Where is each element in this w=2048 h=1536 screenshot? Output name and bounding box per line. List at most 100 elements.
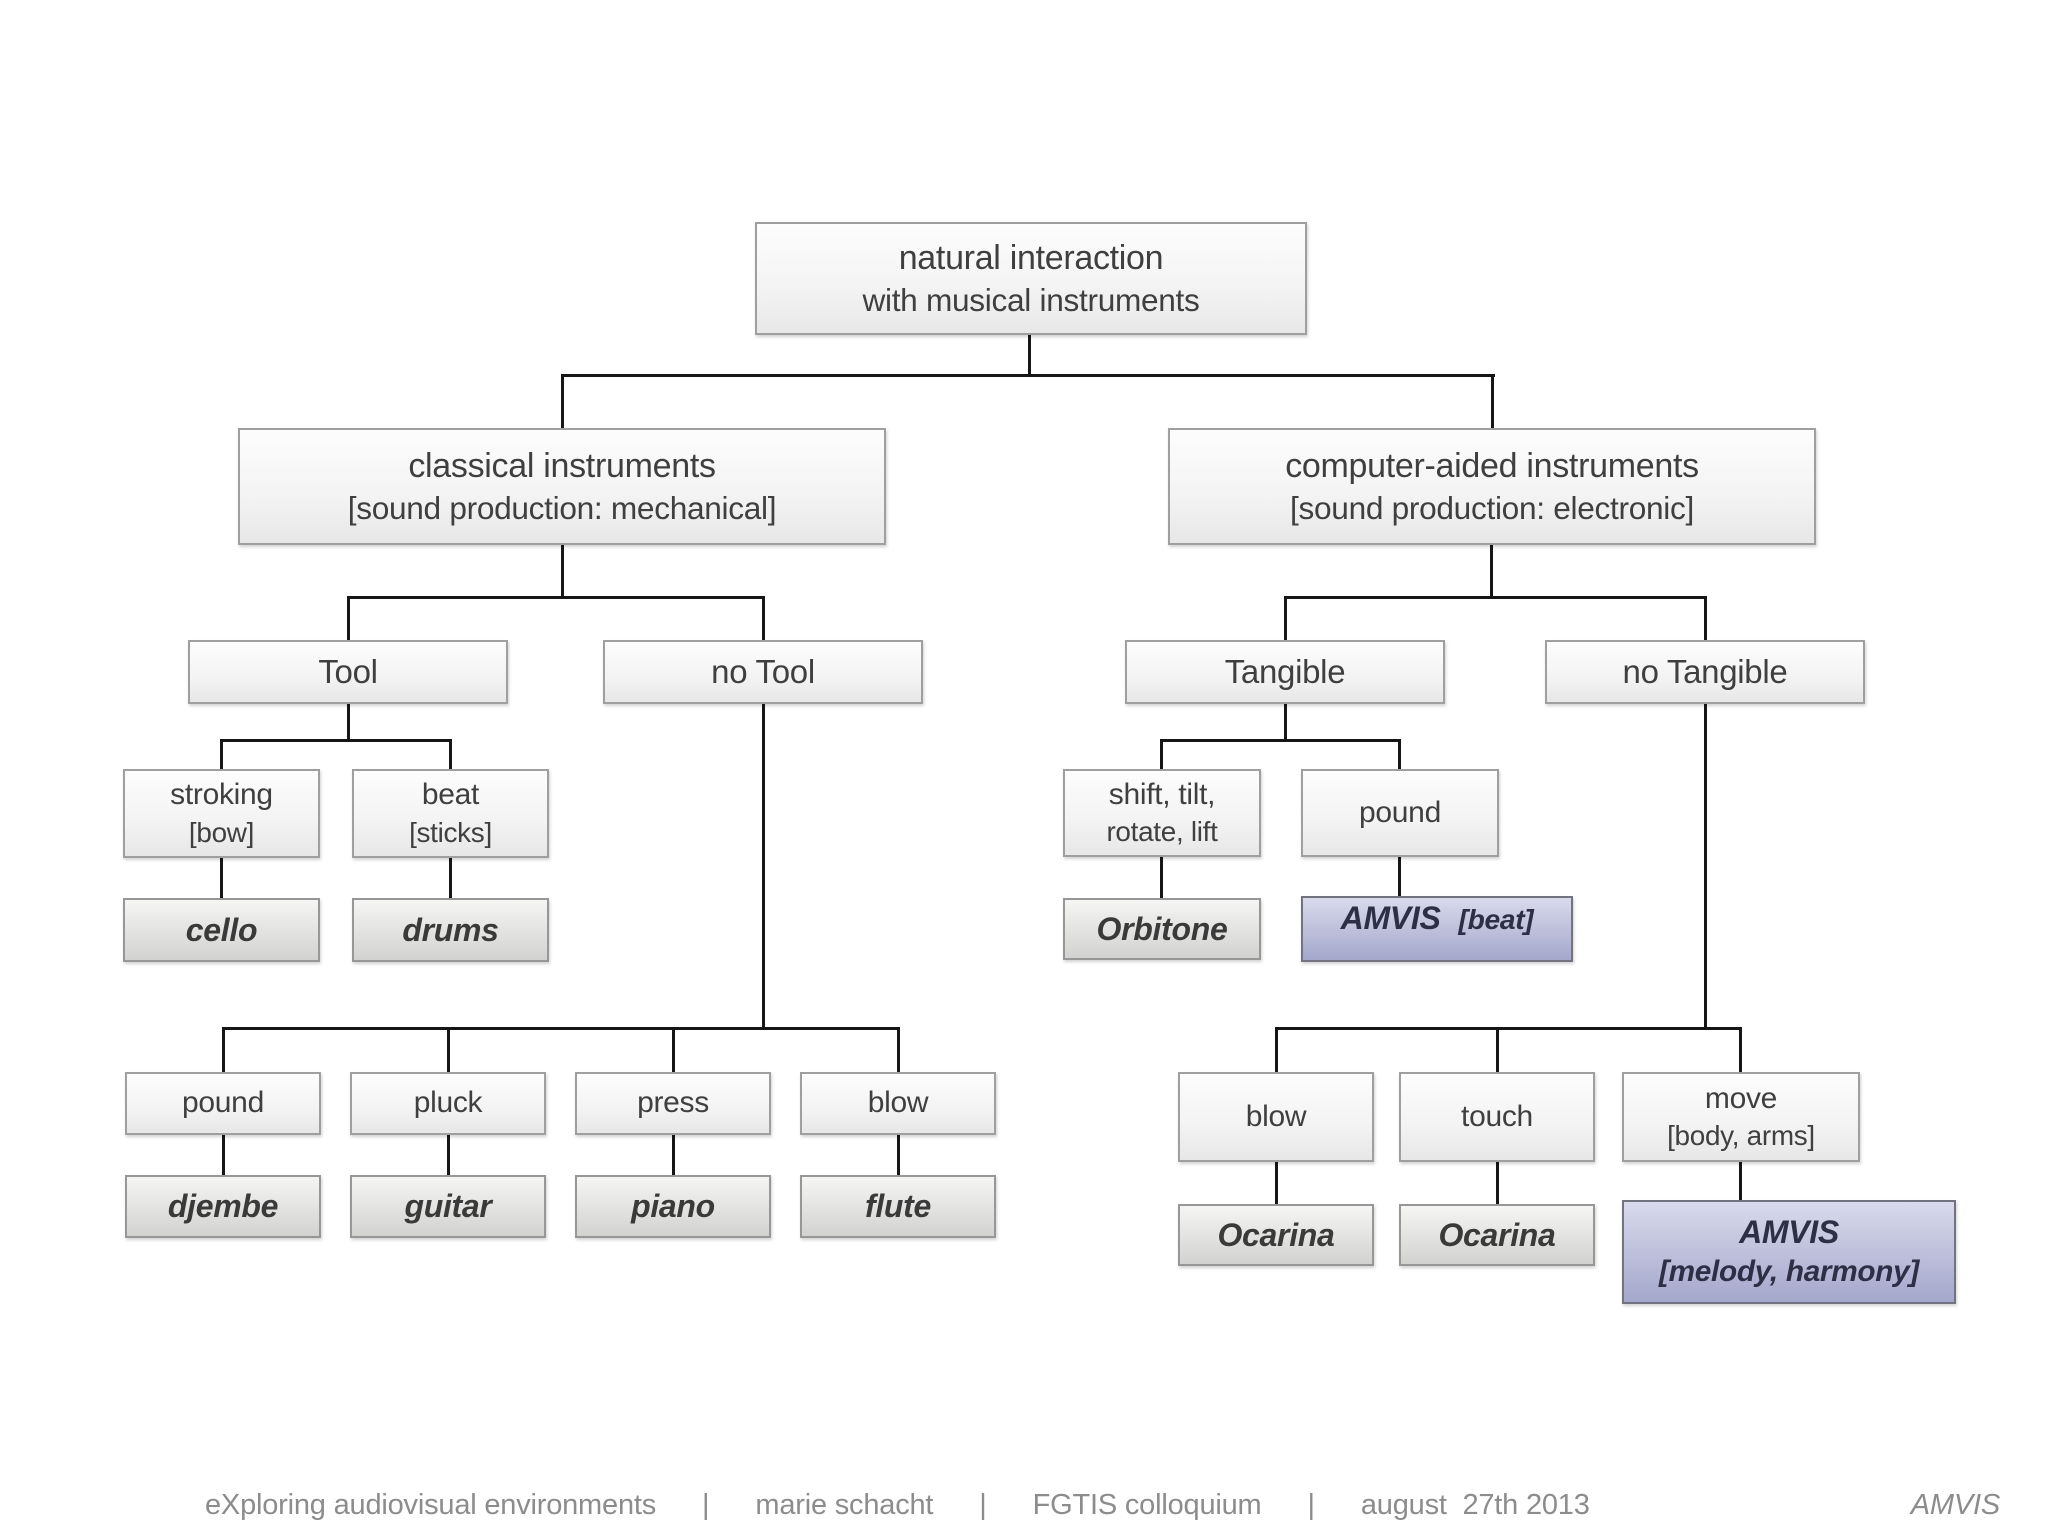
connector <box>1284 704 1287 742</box>
node-label: guitar <box>404 1188 492 1225</box>
footer-event: FGTIS colloquium <box>1032 1489 1262 1521</box>
connector <box>1275 1027 1278 1072</box>
node-label: djembe <box>167 1188 279 1225</box>
connector <box>1160 857 1163 898</box>
node-label: touch <box>1461 1099 1533 1133</box>
node-natural-interaction: natural interaction with musical instrum… <box>755 222 1307 335</box>
footer-author: marie schacht <box>755 1489 934 1521</box>
node-label: no Tangible <box>1622 652 1788 690</box>
connector <box>1160 739 1163 769</box>
node-pound: pound <box>125 1072 321 1135</box>
connector <box>672 1027 675 1072</box>
connector <box>561 545 564 599</box>
node-label: flute <box>864 1188 932 1225</box>
node-sublabel: [bow] <box>188 816 255 848</box>
connector <box>220 858 223 898</box>
node-no-tangible: no Tangible <box>1545 640 1865 704</box>
node-label: move <box>1704 1081 1778 1115</box>
node-guitar: guitar <box>350 1175 546 1238</box>
node-label: blow <box>867 1086 929 1120</box>
connector <box>1275 1027 1742 1030</box>
node-label: Tangible <box>1224 652 1346 690</box>
node-flute: flute <box>800 1175 996 1238</box>
connector <box>449 739 452 769</box>
connector <box>672 1135 675 1175</box>
node-tangible: Tangible <box>1125 640 1445 704</box>
connector <box>1739 1027 1742 1072</box>
node-label: press <box>637 1086 709 1120</box>
node-label: pound <box>1359 795 1441 829</box>
node-label: AMVIS <box>1739 1214 1839 1251</box>
node-sublabel: [sound production: electronic] <box>1290 490 1694 527</box>
node-label: no Tool <box>711 652 815 690</box>
node-piano: piano <box>575 1175 771 1238</box>
node-label: AMVIS <box>1340 900 1441 936</box>
connector <box>1496 1162 1499 1204</box>
footer-presentation-title: eXploring audiovisual environments <box>205 1489 657 1521</box>
node-classical-instruments: classical instruments [sound production:… <box>238 428 886 545</box>
connector <box>447 1027 450 1072</box>
connector <box>222 1027 900 1030</box>
node-label: Ocarina <box>1217 1216 1335 1253</box>
node-sublabel: rotate, lift <box>1106 816 1218 848</box>
connector <box>1491 374 1494 428</box>
connector <box>347 704 350 742</box>
node-sublabel: [melody, harmony] <box>1659 1255 1919 1289</box>
connector <box>1490 545 1493 599</box>
connector <box>1284 596 1287 640</box>
connector <box>1284 596 1707 599</box>
connector <box>347 596 350 640</box>
node-blow: blow <box>800 1072 996 1135</box>
connector <box>897 1135 900 1175</box>
node-label: blow <box>1245 1099 1307 1133</box>
node-sublabel: [sound production: mechanical] <box>347 490 777 527</box>
connector <box>1739 1162 1742 1200</box>
node-label: natural interaction <box>898 238 1164 277</box>
node-label: stroking <box>170 778 273 812</box>
node-amvis-melody-harmony: AMVIS [melody, harmony] <box>1622 1200 1956 1304</box>
footer-segments: eXploring audiovisual environments | mar… <box>205 1489 1590 1522</box>
connector <box>897 1027 900 1072</box>
connector <box>220 739 452 742</box>
node-orbitone: Orbitone <box>1063 898 1261 960</box>
footer-date: august 27th 2013 <box>1360 1489 1590 1521</box>
node-label: drums <box>402 911 499 948</box>
node-drums: drums <box>352 898 549 962</box>
node-label: classical instruments <box>408 446 716 485</box>
node-label: cello <box>185 911 258 948</box>
node-label: computer-aided instruments <box>1285 446 1699 485</box>
node-pound-tangible: pound <box>1301 769 1499 857</box>
node-pluck: pluck <box>350 1072 546 1135</box>
node-label: Ocarina <box>1438 1216 1556 1253</box>
connector <box>1398 857 1401 896</box>
node-move-body-arms: move [body, arms] <box>1622 1072 1860 1162</box>
connector <box>449 858 452 898</box>
connector <box>447 1135 450 1175</box>
node-tag: [beat] <box>1458 904 1534 935</box>
connector <box>1704 704 1707 1030</box>
node-ocarina-blow: Ocarina <box>1178 1204 1374 1266</box>
footer-separator: | <box>1307 1489 1316 1521</box>
node-label: Tool <box>318 652 378 690</box>
node-label: pluck <box>413 1086 483 1120</box>
connector <box>762 596 765 640</box>
footer-brand: AMVIS <box>1910 1489 2000 1521</box>
footer-separator: | <box>702 1489 710 1521</box>
node-touch: touch <box>1399 1072 1595 1162</box>
node-tool: Tool <box>188 640 508 704</box>
node-label: pound <box>182 1086 264 1120</box>
node-label: shift, tilt, <box>1108 777 1216 811</box>
node-shift-tilt-rotate-lift: shift, tilt, rotate, lift <box>1063 769 1261 857</box>
connector <box>1496 1027 1499 1072</box>
connector <box>1704 596 1707 640</box>
node-sublabel: [body, arms] <box>1667 1120 1815 1152</box>
connector <box>220 739 223 769</box>
node-press: press <box>575 1072 771 1135</box>
node-stroking-bow: stroking [bow] <box>123 769 320 858</box>
node-amvis-beat: AMVIS [beat] <box>1301 896 1573 962</box>
connector <box>1275 1162 1278 1204</box>
node-label: Orbitone <box>1096 910 1228 947</box>
node-label: with musical instruments <box>862 282 1200 319</box>
node-computer-aided-instruments: computer-aided instruments [sound produc… <box>1168 428 1816 545</box>
